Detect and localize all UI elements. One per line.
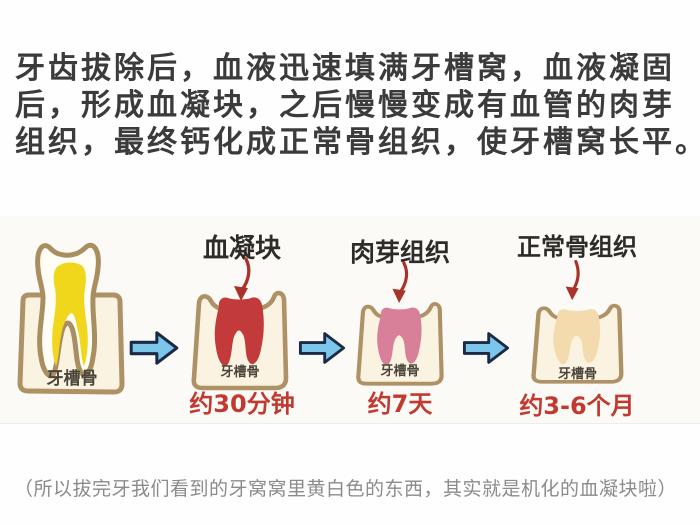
stage-blood-clot: 血凝块 牙槽骨 约30分钟 <box>183 222 301 422</box>
stage-label: 肉芽组织 <box>349 238 450 267</box>
intro-line: 后，形成血凝块，之后慢慢变成有血管的肉芽 <box>15 88 675 123</box>
footnote-text: （所以拔完牙我们看到的牙窝窝里黄白色的东西，其实就是机化的血凝块啦） <box>14 478 678 500</box>
annotation-arrow-icon <box>234 257 251 301</box>
stage-label: 血凝块 <box>202 234 281 264</box>
bone-label: 牙槽骨 <box>220 365 260 380</box>
tooth-socket-illustration <box>17 242 125 395</box>
tissue-shape <box>553 309 601 365</box>
stage-label: 正常骨组织 <box>517 233 637 261</box>
bone-label: 牙槽骨 <box>46 369 98 389</box>
stage-time: 约30分钟 <box>189 390 295 418</box>
flow-arrow-icon <box>298 332 346 364</box>
stage-normal-bone: 正常骨组织 牙槽骨 约3-6个月 <box>514 220 640 420</box>
flow-arrow-icon <box>129 331 179 365</box>
bone-label: 牙槽骨 <box>380 364 420 379</box>
bone-label: 牙槽骨 <box>557 367 597 382</box>
intro-paragraph: 牙齿拔除后，血液迅速填满牙槽窝，血液凝固 后，形成血凝块，之后慢慢变成有血管的肉… <box>15 50 700 161</box>
stage-time: 约7天 <box>367 390 433 418</box>
stage-time: 约3-6个月 <box>519 392 635 420</box>
flow-arrow-icon <box>462 332 510 364</box>
intro-line: 组织，最终钙化成正常骨组织，使牙槽窝长平。 <box>15 125 700 160</box>
tissue-shape <box>377 307 422 366</box>
annotation-arrow-icon <box>565 259 580 301</box>
stage-tooth-in-socket: 牙槽骨 <box>10 225 138 405</box>
annotation-arrow-icon <box>392 261 409 304</box>
normal-bone-illustration <box>531 303 624 384</box>
pulp-shape <box>52 262 88 366</box>
stage-granulation-tissue: 肉芽组织 牙槽骨 约7天 <box>345 225 455 420</box>
intro-line: 牙齿拔除后，血液迅速填满牙槽窝，血液凝固 <box>15 51 675 86</box>
blood-clot-illustration <box>191 290 289 391</box>
tissue-shape <box>214 297 264 367</box>
granulation-tissue-illustration <box>356 302 444 386</box>
